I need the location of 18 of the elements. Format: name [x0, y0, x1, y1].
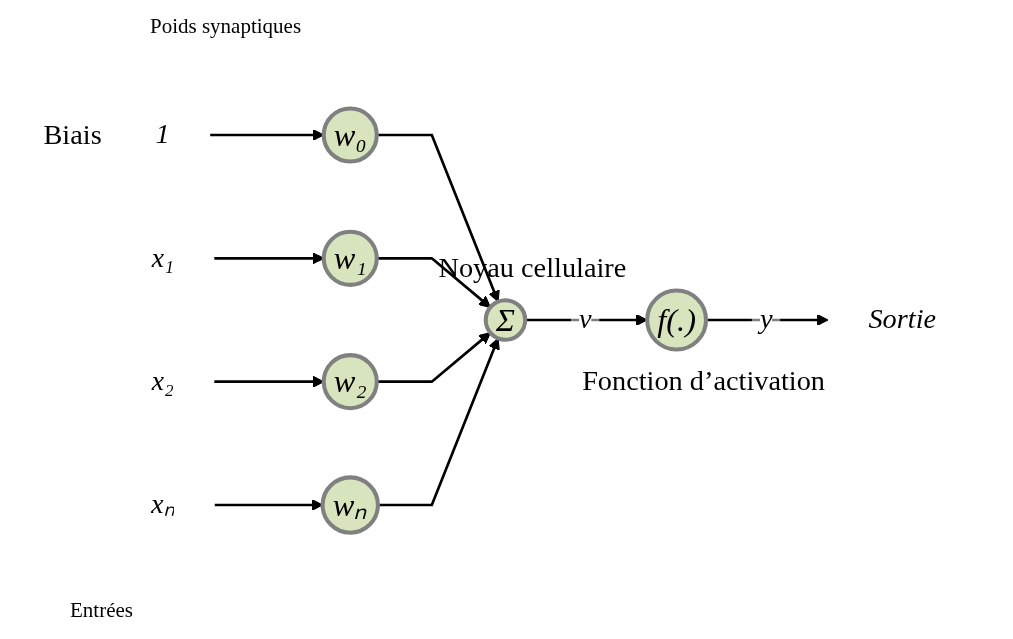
node-circle: f(.) — [645, 288, 709, 352]
node-circle: w₁ — [321, 229, 379, 287]
arrow — [706, 314, 829, 326]
node-caption: Biais — [43, 119, 102, 151]
node-circle: wₙ — [320, 475, 380, 535]
node-circle: w₂ — [321, 353, 379, 411]
node-caption: Fonction d’activation — [582, 364, 825, 396]
group-label: Entrées — [70, 598, 133, 622]
node-text: 1 — [155, 117, 170, 151]
edge-label: y — [759, 302, 773, 336]
node-circle: w₀ — [321, 106, 379, 164]
node-text: x₁ — [151, 241, 174, 274]
edge-label: v — [579, 302, 592, 336]
node-text: x₂ — [151, 364, 174, 397]
group-label: Poids synaptiques — [150, 14, 302, 38]
node-text: xₙ — [150, 487, 175, 521]
node-circle: Σ — [483, 298, 528, 342]
node-text: Sortie — [868, 302, 937, 336]
